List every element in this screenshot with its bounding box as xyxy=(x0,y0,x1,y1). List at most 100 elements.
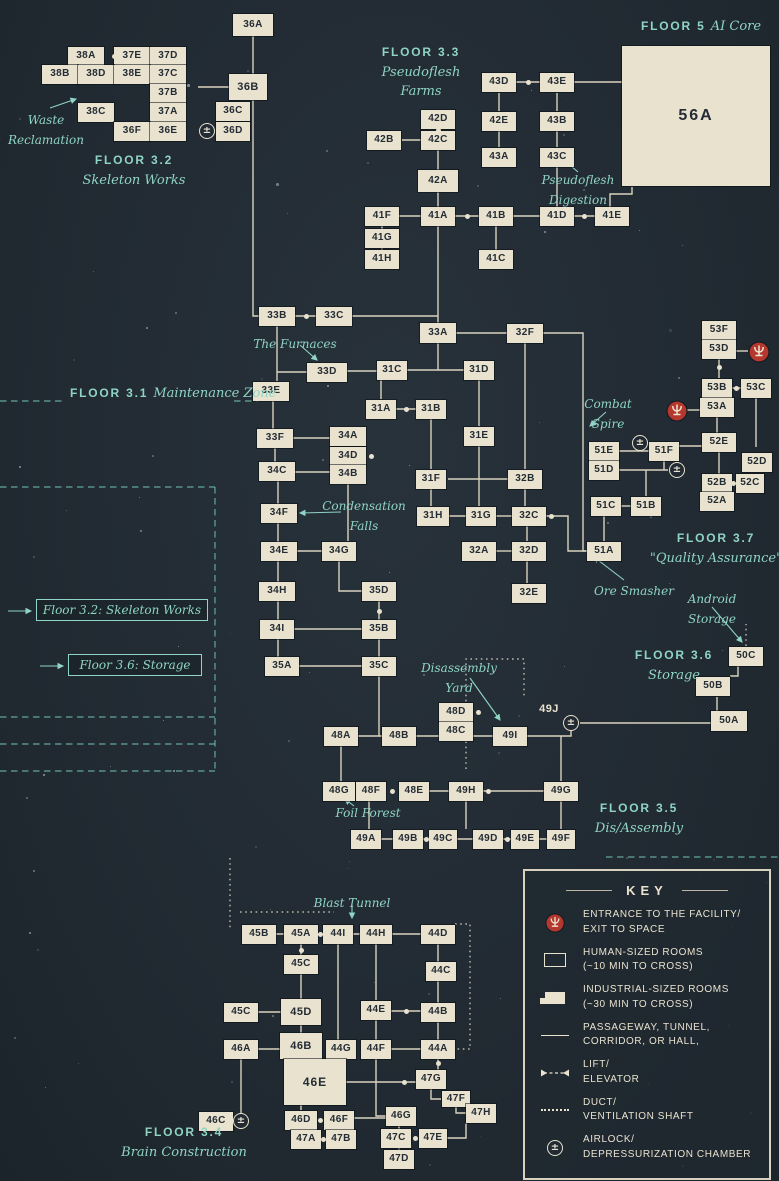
label-line: FLOOR 3.5 xyxy=(595,798,683,818)
room-56A: 56A xyxy=(622,46,770,186)
room-31A: 31A xyxy=(366,399,396,419)
room-42E: 42E xyxy=(482,111,516,131)
label-text: FLOOR 3.6 xyxy=(634,648,714,662)
room-47C: 47C xyxy=(381,1128,411,1148)
lift-connector-dot xyxy=(730,480,736,486)
key-item-text: AIRLOCK/ xyxy=(583,1134,635,1145)
lift-connector-dot xyxy=(581,213,587,219)
room-36A: 36A xyxy=(233,14,273,36)
lift-icon xyxy=(537,1068,573,1078)
room-50C: 50C xyxy=(729,646,763,666)
speck xyxy=(231,1081,233,1083)
room-35B: 35B xyxy=(362,619,396,639)
speck xyxy=(669,329,672,332)
key-item-text: (~10 MIN TO CROSS) xyxy=(583,961,694,972)
room-34H: 34H xyxy=(259,581,295,601)
room-industrial-icon xyxy=(537,991,573,1004)
room-48C: 48C xyxy=(439,721,473,741)
annotation-arrow xyxy=(593,556,625,581)
speck xyxy=(349,861,351,863)
room-51C: 51C xyxy=(591,496,621,516)
room-47G: 47G xyxy=(416,1069,446,1089)
label-line: Spire xyxy=(584,414,631,434)
speck xyxy=(287,213,289,215)
room-34B: 34B xyxy=(330,464,366,484)
label-text: Dis/Assembly xyxy=(594,820,684,836)
passage-line xyxy=(447,1123,467,1139)
speck xyxy=(669,583,670,584)
room-41F: 41F xyxy=(365,206,399,226)
room-52E: 52E xyxy=(702,432,736,452)
label-line: Dis/Assembly xyxy=(595,818,683,838)
lift-connector-dot xyxy=(389,788,395,794)
label-text: Combat xyxy=(584,397,632,411)
speck xyxy=(713,859,715,861)
label-line: Skeleton Works xyxy=(83,170,186,190)
room-47D: 47D xyxy=(384,1149,414,1169)
label-text: AI Core xyxy=(710,19,762,34)
key-item-duct: DUCT/VENTILATION SHAFT xyxy=(537,1096,757,1125)
room-48D: 48D xyxy=(439,702,473,722)
lift-connector-dot xyxy=(403,406,409,412)
speck xyxy=(230,633,231,634)
room-49D: 49D xyxy=(473,829,503,849)
lift-connector-dot xyxy=(485,788,491,794)
room-37C: 37C xyxy=(150,64,186,84)
key-item-text: CORRIDOR, OR HALL, xyxy=(583,1036,700,1047)
speck xyxy=(563,134,566,137)
room-48B: 48B xyxy=(382,726,416,746)
label-text: Ore Smasher xyxy=(594,584,674,598)
airlock-icon: ± xyxy=(563,715,579,731)
passage-line xyxy=(338,561,362,592)
room-45B: 45B xyxy=(242,924,276,944)
room-35D: 35D xyxy=(362,581,396,601)
label-text: The Furnaces xyxy=(253,337,337,351)
room-53D: 53D xyxy=(702,339,736,359)
room-48G: 48G xyxy=(323,781,355,801)
duct-icon xyxy=(537,1109,573,1111)
room-33E: 33E xyxy=(253,381,289,401)
room-52C: 52C xyxy=(736,473,764,493)
room-46D: 46D xyxy=(285,1110,317,1130)
room-47F: 47F xyxy=(442,1091,470,1107)
speck xyxy=(14,1037,16,1039)
lift-connector-dot xyxy=(303,313,309,319)
room-32C: 32C xyxy=(512,506,546,526)
label-line: Ore Smasher xyxy=(594,581,674,601)
speck xyxy=(564,666,565,667)
room-46E: 46E xyxy=(284,1059,346,1105)
key-item-text: DUCT/ xyxy=(583,1096,617,1108)
airlock-icon: ± xyxy=(233,1113,249,1129)
room-31B: 31B xyxy=(416,399,446,419)
annotation-arrow xyxy=(469,677,501,721)
label-text: FLOOR 3.4 xyxy=(144,1125,224,1139)
speck xyxy=(583,189,586,192)
room-52A: 52A xyxy=(700,491,734,511)
room-35A: 35A xyxy=(265,656,299,676)
label-text: Foil Forest xyxy=(335,806,401,820)
key-item-entrance: ENTRANCE TO THE FACILITY/EXIT TO SPACE xyxy=(537,908,757,937)
key-item-lift: LIFT/ELEVATOR xyxy=(537,1058,757,1087)
speck xyxy=(255,846,258,849)
speck xyxy=(639,230,641,232)
speck xyxy=(722,650,724,652)
room-49F: 49F xyxy=(547,829,575,849)
label-text: "Quality Assurance" xyxy=(649,550,779,566)
passage-line xyxy=(527,730,572,737)
room-49H: 49H xyxy=(449,781,483,801)
human-room-icon xyxy=(544,953,566,967)
speck xyxy=(500,998,501,999)
room-35C: 35C xyxy=(362,656,396,676)
speck xyxy=(43,774,45,776)
speck xyxy=(261,378,264,381)
speck xyxy=(33,556,35,558)
room-36B: 36B xyxy=(229,74,267,100)
room-32A: 32A xyxy=(462,541,496,561)
room-48A: 48A xyxy=(324,726,358,746)
key-item-text: ELEVATOR xyxy=(583,1073,640,1085)
room-44B: 44B xyxy=(421,1002,455,1022)
label-text: 49J xyxy=(539,703,559,715)
